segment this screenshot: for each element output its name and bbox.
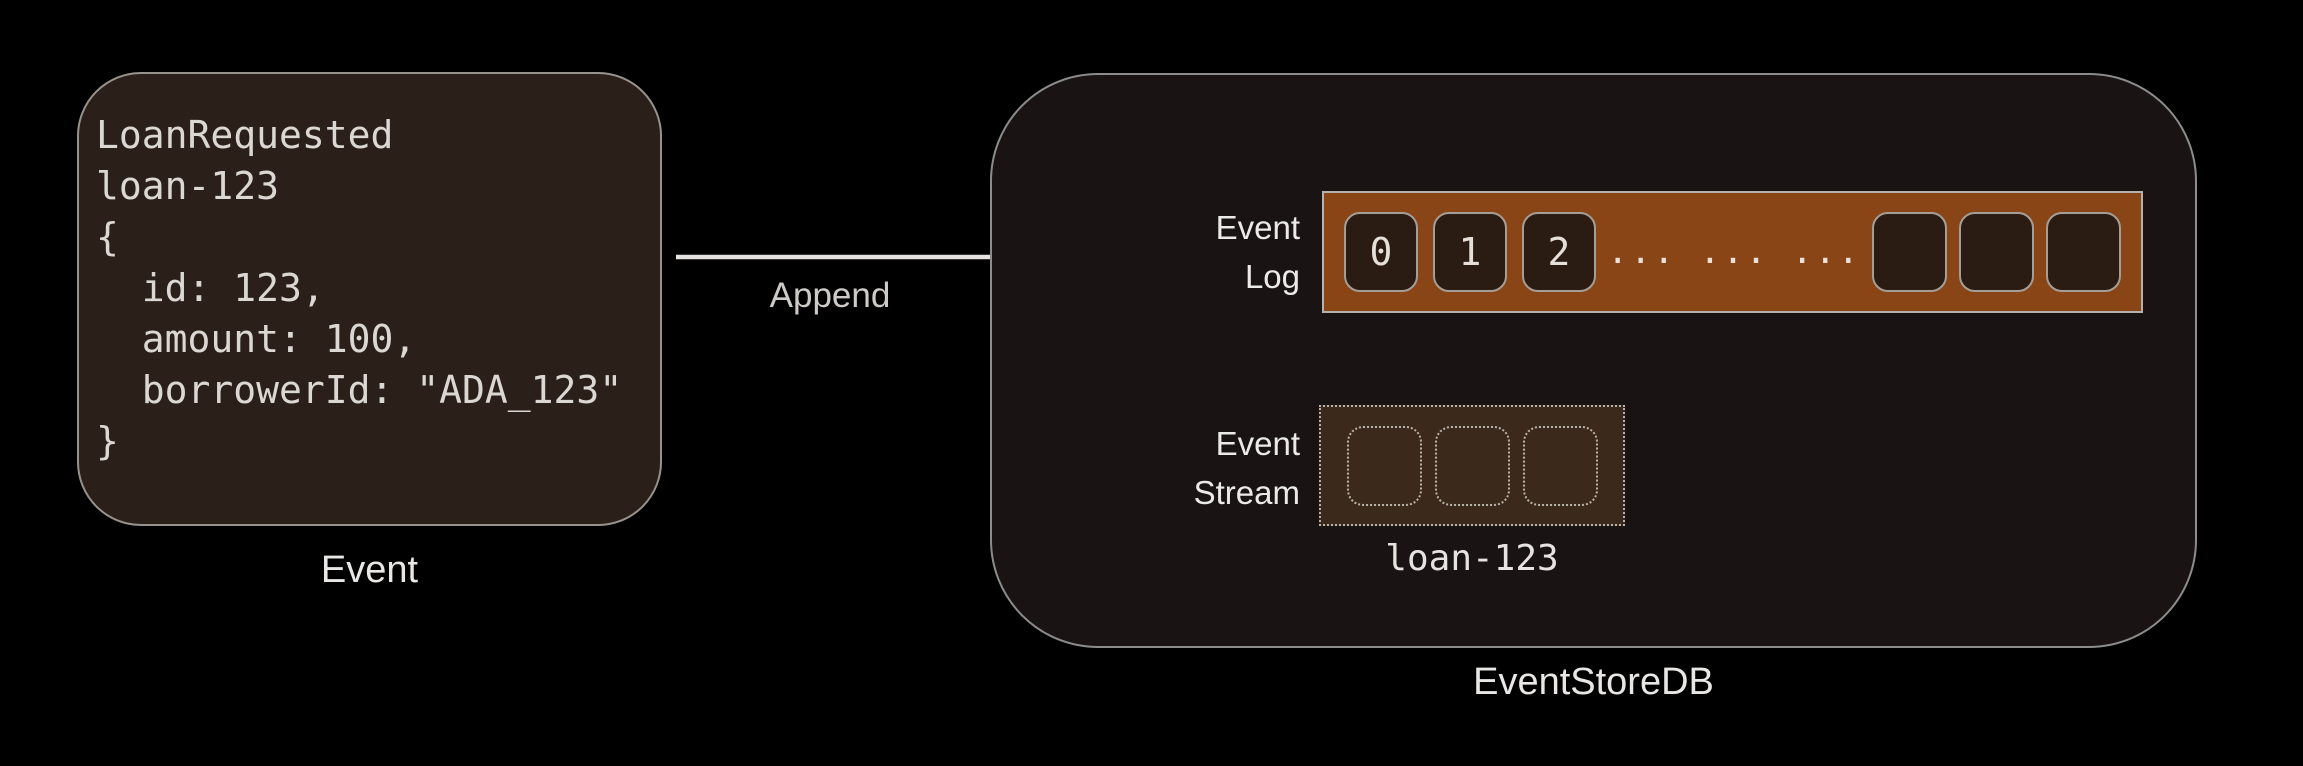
log-cells-empty bbox=[1872, 212, 2121, 292]
stream-name-caption: loan-123 bbox=[1385, 538, 1559, 579]
stream-cell-placeholder bbox=[1523, 425, 1598, 506]
stream-cell-placeholder bbox=[1435, 425, 1510, 506]
log-cell-empty bbox=[1872, 212, 1947, 292]
eventstoredb-container bbox=[990, 73, 2197, 648]
log-cell-1: 1 bbox=[1433, 212, 1507, 292]
event-code: LoanRequested loan-123 { id: 123, amount… bbox=[96, 113, 623, 463]
eventstoredb-caption: EventStoreDB bbox=[1473, 661, 1714, 703]
event-stream-label-line2: Stream bbox=[1193, 474, 1300, 511]
log-cell-0: 0 bbox=[1344, 212, 1418, 292]
event-stream-box bbox=[1319, 405, 1625, 526]
append-label: Append bbox=[769, 276, 891, 315]
event-log-label-line1: Event bbox=[1215, 209, 1300, 246]
log-cell-2: 2 bbox=[1522, 212, 1596, 292]
event-stream-label: Event Stream bbox=[1000, 419, 1300, 517]
log-ellipsis: ... ... ... bbox=[1607, 232, 1861, 272]
event-log-label-line2: Log bbox=[1244, 258, 1300, 295]
event-card-caption: Event bbox=[320, 549, 419, 591]
log-cell-empty bbox=[1959, 212, 2034, 292]
log-cell-empty bbox=[2046, 212, 2121, 292]
event-log-label: Event Log bbox=[1000, 203, 1300, 301]
stream-cell-placeholder bbox=[1347, 425, 1422, 506]
event-stream-label-line1: Event bbox=[1215, 425, 1300, 462]
event-card: LoanRequested loan-123 { id: 123, amount… bbox=[77, 72, 662, 526]
